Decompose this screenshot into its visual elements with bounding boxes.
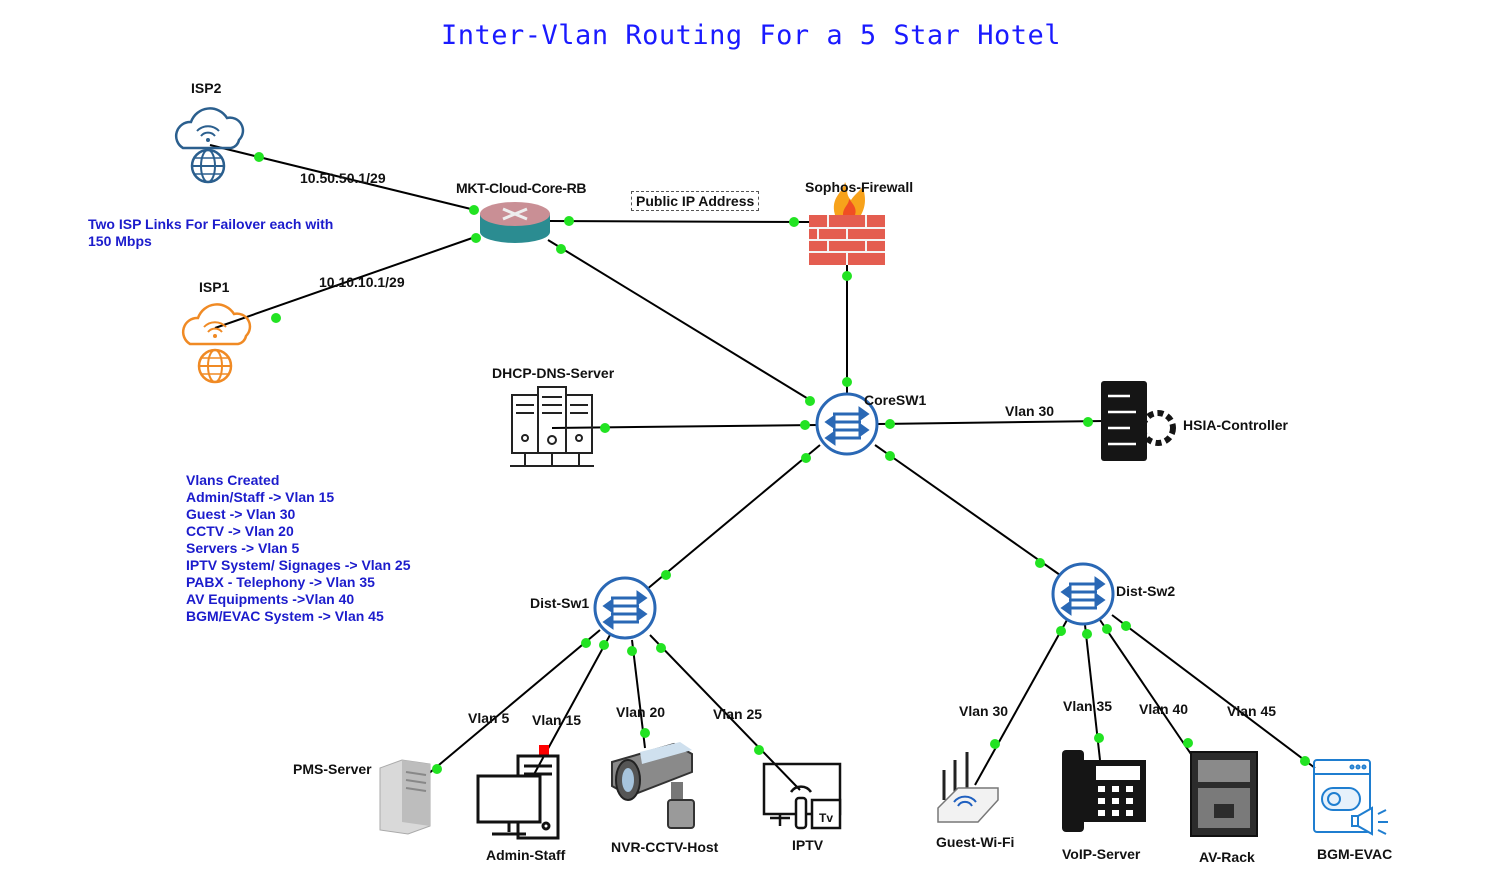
note-line: Two ISP Links For Failover each with bbox=[88, 216, 334, 232]
wifi-router-icon bbox=[937, 752, 999, 823]
label-coresw: CoreSW1 bbox=[864, 392, 927, 408]
label-pms: PMS-Server bbox=[293, 761, 372, 777]
label-admin: Admin-Staff bbox=[486, 847, 566, 863]
label-voip: VoIP-Server bbox=[1062, 846, 1141, 862]
label-voip-vlan: Vlan 35 bbox=[1063, 698, 1113, 714]
note-line: PABX - Telephony -> Vlan 35 bbox=[186, 574, 375, 590]
note-line: CCTV -> Vlan 20 bbox=[186, 523, 294, 539]
label-hsia-vlan: Vlan 30 bbox=[1005, 403, 1055, 419]
note-line: AV Equipments ->Vlan 40 bbox=[186, 591, 355, 607]
label-nvr-vlan: Vlan 20 bbox=[616, 704, 666, 720]
link-dhcp-coresw bbox=[551, 424, 818, 429]
link-dots bbox=[254, 152, 1310, 774]
av-rack-icon bbox=[1190, 751, 1258, 837]
label-wifi-vlan: Vlan 30 bbox=[959, 703, 1009, 719]
link-router-firewall bbox=[549, 220, 811, 223]
cloud-globe-icon bbox=[174, 107, 245, 184]
controller-server-icon bbox=[1101, 381, 1176, 461]
red-marker bbox=[539, 745, 549, 755]
link-dist2-wifi bbox=[974, 619, 1068, 786]
label-hsia: HSIA-Controller bbox=[1183, 417, 1288, 433]
label-firewall: Sophos-Firewall bbox=[805, 179, 914, 195]
label-iptv-vlan: Vlan 25 bbox=[713, 706, 763, 722]
link-coresw-hsia bbox=[877, 420, 1105, 425]
label-bgm-vlan: Vlan 45 bbox=[1227, 703, 1277, 719]
label-guestwifi: Guest-Wi-Fi bbox=[936, 834, 1015, 850]
router-icon bbox=[480, 202, 550, 243]
note-line: Vlans Created bbox=[186, 472, 280, 488]
label-router: MKT-Cloud-Core-RB bbox=[456, 180, 587, 196]
label-isp1: ISP1 bbox=[199, 279, 230, 295]
label-isp2: ISP2 bbox=[191, 80, 222, 96]
label-isp1-ip: 10.10.10.1/29 bbox=[319, 274, 405, 290]
switch-icon bbox=[815, 392, 879, 456]
desk-phone-icon bbox=[1062, 750, 1146, 832]
note-line: IPTV System/ Signages -> Vlan 25 bbox=[186, 557, 411, 573]
switch-icon bbox=[1051, 562, 1115, 626]
note-line: Guest -> Vlan 30 bbox=[186, 506, 296, 522]
label-dist1: Dist-Sw1 bbox=[530, 595, 590, 611]
vlans-list-note: Vlans Created Admin/Staff -> Vlan 15 Gue… bbox=[186, 472, 410, 625]
speaker-system-icon bbox=[1313, 759, 1388, 836]
label-iptv: IPTV bbox=[792, 837, 824, 853]
link-dist2-av bbox=[1099, 619, 1196, 761]
label-pms-vlan: Vlan 5 bbox=[468, 710, 510, 726]
label-bgm: BGM-EVAC bbox=[1317, 846, 1393, 862]
label-admin-vlan: Vlan 15 bbox=[532, 712, 582, 728]
note-line: 150 Mbps bbox=[88, 233, 152, 249]
label-av-vlan: Vlan 40 bbox=[1139, 701, 1189, 717]
cloud-globe-icon bbox=[181, 303, 252, 384]
diagram-title: Inter-Vlan Routing For a 5 Star Hotel bbox=[441, 20, 1061, 51]
note-line: BGM/EVAC System -> Vlan 45 bbox=[186, 608, 384, 624]
switch-icon bbox=[593, 576, 657, 640]
label-dist2: Dist-Sw2 bbox=[1116, 583, 1176, 599]
note-line: Servers -> Vlan 5 bbox=[186, 540, 300, 556]
tv-icon: Tv bbox=[762, 762, 842, 830]
link-dist1-pms bbox=[414, 629, 601, 786]
svg-text:Tv: Tv bbox=[819, 811, 833, 825]
isp-failover-note: Two ISP Links For Failover each with 150… bbox=[88, 216, 333, 250]
label-public-ip: Public IP Address bbox=[631, 191, 760, 211]
workstation-icon bbox=[476, 754, 560, 840]
label-nvr: NVR-CCTV-Host bbox=[611, 839, 719, 855]
link-router-coresw bbox=[547, 239, 811, 401]
link-coresw-dist1 bbox=[645, 444, 821, 591]
tower-server-icon bbox=[379, 759, 431, 835]
note-line: Admin/Staff -> Vlan 15 bbox=[186, 489, 335, 505]
firewall-icon bbox=[809, 182, 885, 265]
cctv-camera-icon bbox=[611, 742, 695, 829]
link-coresw-dist2 bbox=[874, 444, 1061, 576]
server-rack-icon bbox=[510, 386, 594, 467]
label-dhcp: DHCP-DNS-Server bbox=[492, 365, 615, 381]
label-avrack: AV-Rack bbox=[1199, 849, 1255, 865]
link-dist2-bgm bbox=[1111, 614, 1316, 769]
label-isp2-ip: 10.50.50.1/29 bbox=[300, 170, 386, 186]
link-isp1-router bbox=[214, 235, 479, 329]
